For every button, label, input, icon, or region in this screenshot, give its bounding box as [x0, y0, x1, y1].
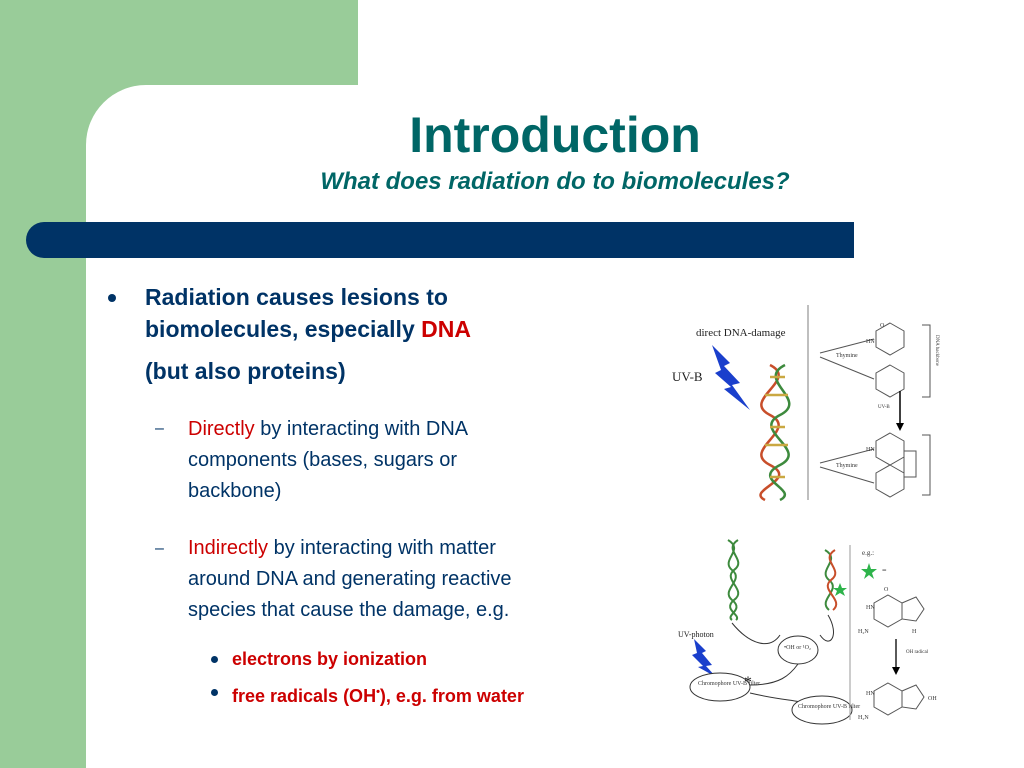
chromophore-label: Chromophore UV-B filter	[698, 680, 760, 687]
oh-radical-label: OH radical	[906, 650, 929, 655]
indirect-dna-damage-figure: •OH or ¹O₂ UV-photon Chromophore UV-B fi…	[670, 535, 970, 730]
arrow-head-icon	[896, 423, 904, 431]
bullet-main-line2: biomolecules, especially DNA	[145, 314, 471, 344]
sub-sub-bullet-radicals: free radicals (OH•), e.g. from water	[232, 680, 524, 708]
title-divider-bar	[26, 222, 854, 258]
hn-label-bottom: HN	[866, 691, 875, 697]
lightning-bolt-icon	[712, 345, 750, 410]
uv-b-label: UV-B	[672, 369, 703, 384]
pathway-arrow	[749, 692, 806, 704]
hn-label: HN	[866, 339, 875, 345]
sub-bullet-indirect-line1: Indirectly by interacting with matter	[188, 533, 608, 563]
arrow-head-icon	[892, 667, 900, 675]
dna-highlight: DNA	[421, 316, 471, 342]
slide-content-area	[86, 85, 1024, 768]
bullet-main-line1: Radiation causes lesions to	[145, 284, 448, 310]
h-label: H	[912, 629, 917, 635]
sub-bullet-direct-text: by interacting with DNA	[260, 418, 469, 440]
guanine-molecule	[873, 594, 925, 628]
sub-bullet-direct-line3: backbone)	[188, 480, 282, 502]
thymine-label: Thymine	[836, 353, 858, 359]
indirectly-highlight: Indirectly	[188, 537, 269, 559]
oh-label: OH	[928, 696, 937, 702]
sub-bullet-indirect-line3: species that cause the damage, e.g.	[188, 599, 510, 621]
uvb-small-label: UV-B	[878, 405, 890, 410]
thymine-pair-top	[819, 322, 931, 398]
hn-label-bottom: HN	[866, 447, 875, 453]
sub-bullet-direct-line2: components (bases, sugars or	[188, 449, 458, 471]
asterisk-label: *	[744, 674, 752, 691]
hn-label: HN	[866, 605, 875, 611]
bullet-dot	[211, 656, 218, 663]
sub-bullet-direct-line1: Directly by interacting with DNA	[188, 414, 608, 444]
star-icon	[833, 583, 847, 596]
slide-title: Introduction	[409, 107, 701, 163]
chromophore-label: Chromophore UV-B filter	[798, 703, 860, 710]
eg-label: e.g.:	[862, 549, 874, 557]
uv-photon-label: UV-photon	[678, 630, 714, 639]
radicals-prefix: free radicals (OH	[232, 686, 377, 706]
sub-bullet-indirect-line2: around DNA and generating reactive	[188, 568, 512, 590]
dna-helix-icon	[727, 539, 740, 621]
oxo-guanine-molecule	[873, 682, 925, 716]
sub-sub-bullet-electrons: electrons by ionization	[232, 649, 428, 669]
o-label: O	[880, 323, 885, 329]
star-icon	[861, 563, 877, 579]
h2n-label: H₂N	[858, 629, 869, 635]
radicals-suffix: ), e.g. from water	[379, 686, 524, 706]
backbone-label: DNA backbone	[934, 335, 939, 367]
pathway-arrow	[749, 663, 799, 686]
chromophore-ellipse	[791, 695, 853, 725]
o-label: O	[884, 587, 889, 593]
sub-bullet-indirect-text: by interacting with matter	[273, 537, 496, 559]
lightning-bolt-icon	[692, 639, 716, 677]
bullet-main-line2-text: biomolecules, especially	[145, 316, 415, 342]
h2n-label-bottom: H₂N	[858, 715, 869, 721]
directly-highlight: Directly	[188, 418, 255, 440]
chromophore-ellipse	[689, 672, 751, 702]
pathway-arrow	[819, 614, 834, 642]
bullet-dot	[108, 294, 116, 302]
radical-text: •OH or ¹O₂	[784, 645, 811, 651]
sub-bullet-dash: –	[155, 540, 164, 557]
green-left-band	[0, 0, 86, 768]
direct-dna-damage-figure: direct DNA-damage UV-B O HN Thymine DNA …	[660, 305, 960, 505]
slide-subtitle: What does radiation do to biomolecules?	[320, 168, 790, 195]
damaged-dna-helix-icon	[824, 549, 838, 611]
direct-damage-title: direct DNA-damage	[696, 327, 786, 339]
equals-label: =	[882, 566, 887, 575]
radical-dot: •	[376, 686, 380, 698]
dna-helix-icon	[759, 363, 791, 502]
thymine-dimer	[819, 432, 931, 498]
bullet-dot	[211, 689, 218, 696]
bullet-main-line3: (but also proteins)	[145, 358, 346, 384]
pathway-arrow	[731, 622, 781, 644]
thymine-label-bottom: Thymine	[836, 463, 858, 469]
sub-bullet-dash: –	[155, 420, 164, 437]
